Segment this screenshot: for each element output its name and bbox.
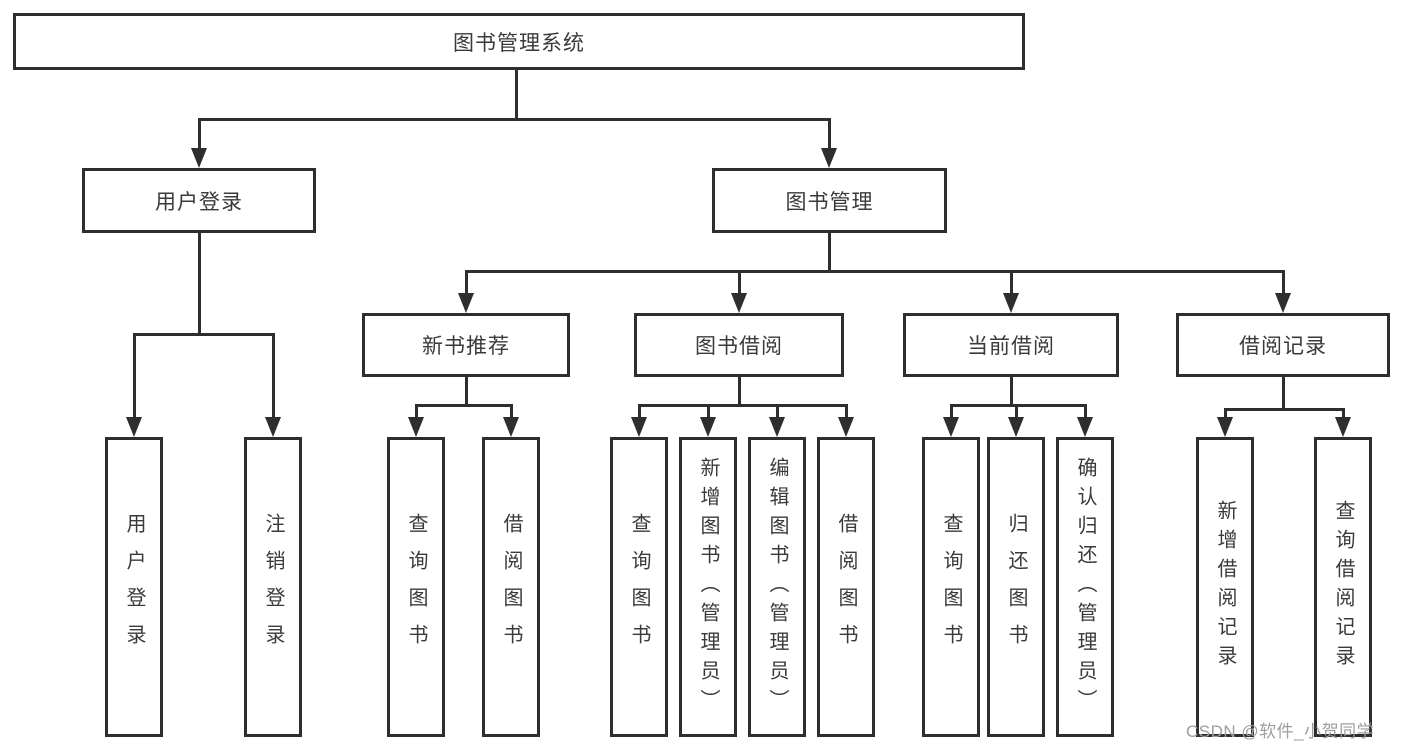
- arrow-down-icon: [126, 417, 142, 437]
- arrow-down-icon: [1275, 293, 1291, 313]
- connector-line: [828, 233, 831, 272]
- connector-line: [198, 118, 201, 148]
- connector-line: [707, 404, 710, 417]
- leaf-confirm-return-admin-label: 确认归还（管理员）: [1074, 456, 1096, 718]
- arrow-down-icon: [503, 417, 519, 437]
- connector-line: [465, 270, 1285, 273]
- arrow-down-icon: [1335, 417, 1351, 437]
- leaf-borrow-books-recommend-label: 借阅图书: [500, 513, 522, 661]
- connector-line: [515, 70, 518, 119]
- arrow-down-icon: [700, 417, 716, 437]
- node-book-borrow-label: 图书借阅: [695, 335, 783, 358]
- connector-line: [1010, 377, 1013, 406]
- connector-line: [845, 404, 848, 417]
- connector-line: [1282, 377, 1285, 410]
- node-user-login-label: 用户登录: [155, 190, 243, 214]
- node-borrow-records: 借阅记录: [1176, 313, 1390, 377]
- arrow-down-icon: [1003, 293, 1019, 313]
- leaf-query-books-current-label: 查询图书: [940, 513, 962, 661]
- node-new-book-recommend-label: 新书推荐: [422, 335, 510, 358]
- connector-line: [510, 404, 513, 417]
- leaf-edit-books-admin: 编辑图书（管理员）: [748, 437, 806, 737]
- connector-line: [950, 404, 1087, 407]
- arrow-down-icon: [191, 148, 207, 168]
- connector-line: [776, 404, 779, 417]
- watermark: CSDN @软件_小贺同学: [1186, 722, 1375, 741]
- connector-line: [1084, 404, 1087, 417]
- connector-line: [465, 270, 468, 293]
- leaf-return-books-label: 归还图书: [1005, 513, 1027, 661]
- node-book-management: 图书管理: [712, 168, 947, 233]
- connector-line: [1342, 408, 1345, 417]
- leaf-query-books-borrow-label: 查询图书: [628, 513, 650, 661]
- connector-line: [738, 377, 741, 406]
- leaf-borrow-books-recommend: 借阅图书: [482, 437, 540, 737]
- connector-line: [198, 233, 201, 335]
- leaf-user-login-label: 用户登录: [123, 513, 145, 661]
- node-new-book-recommend: 新书推荐: [362, 313, 570, 377]
- leaf-query-books-current: 查询图书: [922, 437, 980, 737]
- arrow-down-icon: [769, 417, 785, 437]
- node-book-management-label: 图书管理: [785, 190, 874, 214]
- node-current-borrow: 当前借阅: [903, 313, 1119, 377]
- arrow-down-icon: [1008, 417, 1024, 437]
- leaf-add-books-admin: 新增图书（管理员）: [679, 437, 737, 737]
- connector-line: [133, 333, 275, 336]
- leaf-borrow-books: 借阅图书: [817, 437, 875, 737]
- connector-line: [415, 404, 418, 417]
- arrow-down-icon: [731, 293, 747, 313]
- leaf-query-borrow-record-label: 查询借阅记录: [1332, 500, 1354, 674]
- connector-line: [950, 404, 953, 417]
- node-borrow-records-label: 借阅记录: [1239, 335, 1327, 358]
- connector-line: [638, 404, 641, 417]
- arrow-down-icon: [1217, 417, 1233, 437]
- arrow-down-icon: [821, 148, 837, 168]
- leaf-add-borrow-record: 新增借阅记录: [1196, 437, 1254, 737]
- connector-line: [133, 333, 136, 417]
- leaf-query-books-borrow: 查询图书: [610, 437, 668, 737]
- leaf-add-books-admin-label: 新增图书（管理员）: [697, 456, 719, 718]
- connector-line: [638, 404, 848, 407]
- leaf-query-books-recommend: 查询图书: [387, 437, 445, 737]
- leaf-edit-books-admin-label: 编辑图书（管理员）: [766, 456, 788, 718]
- node-current-borrow-label: 当前借阅: [967, 335, 1055, 358]
- connector-line: [465, 377, 468, 406]
- leaf-logout: 注销登录: [244, 437, 302, 737]
- connector-line: [1010, 270, 1013, 293]
- connector-line: [828, 118, 831, 148]
- leaf-user-login: 用户登录: [105, 437, 163, 737]
- arrow-down-icon: [631, 417, 647, 437]
- leaf-add-borrow-record-label: 新增借阅记录: [1214, 500, 1236, 674]
- arrow-down-icon: [458, 293, 474, 313]
- leaf-return-books: 归还图书: [987, 437, 1045, 737]
- arrow-down-icon: [265, 417, 281, 437]
- leaf-query-borrow-record: 查询借阅记录: [1314, 437, 1372, 737]
- connector-line: [272, 333, 275, 417]
- connector-line: [738, 270, 741, 293]
- node-book-borrow: 图书借阅: [634, 313, 844, 377]
- arrow-down-icon: [1077, 417, 1093, 437]
- connector-line: [1224, 408, 1227, 417]
- connector-line: [1015, 404, 1018, 417]
- leaf-confirm-return-admin: 确认归还（管理员）: [1056, 437, 1114, 737]
- connector-line: [1224, 408, 1345, 411]
- arrow-down-icon: [408, 417, 424, 437]
- connector-line: [1282, 270, 1285, 293]
- leaf-logout-label: 注销登录: [262, 513, 284, 661]
- node-user-login: 用户登录: [82, 168, 316, 233]
- arrow-down-icon: [943, 417, 959, 437]
- arrow-down-icon: [838, 417, 854, 437]
- leaf-query-books-recommend-label: 查询图书: [405, 513, 427, 661]
- node-root-label: 图书管理系统: [453, 31, 585, 55]
- leaf-borrow-books-label: 借阅图书: [835, 513, 857, 661]
- connector-line: [415, 404, 513, 407]
- node-root: 图书管理系统: [13, 13, 1025, 70]
- connector-line: [198, 118, 831, 121]
